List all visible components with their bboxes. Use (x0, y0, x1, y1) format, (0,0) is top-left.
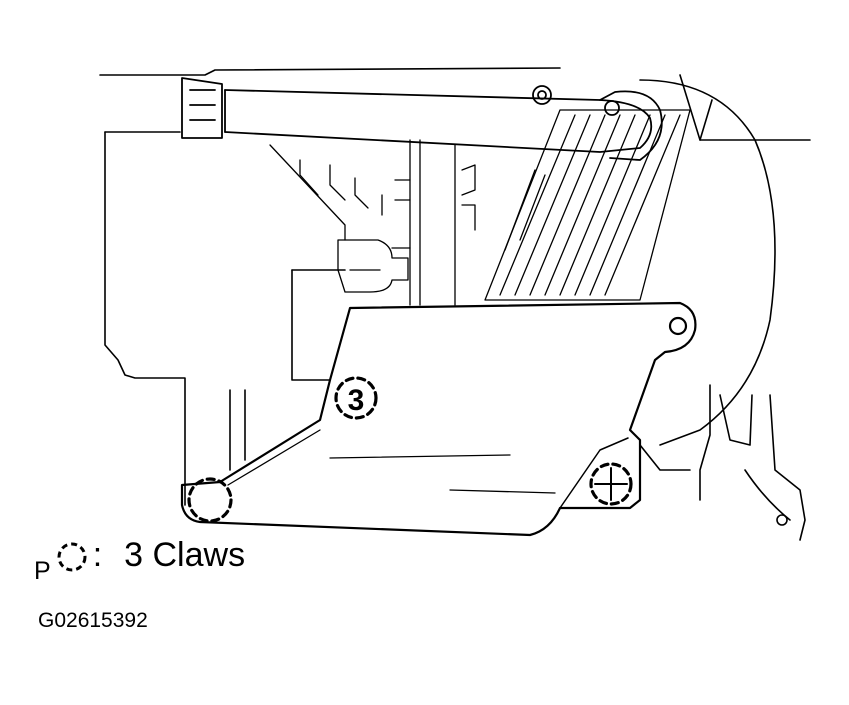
claw-marker-right-cross (594, 467, 628, 501)
claw-marker-upper-label: 3 (348, 384, 365, 417)
claw-marker-upper (334, 376, 378, 420)
claw-legend: P : 3 Claws (34, 536, 245, 586)
housing-outline (99, 67, 811, 541)
lower-cover (180, 301, 697, 537)
heater-pipe (181, 77, 663, 161)
claw-marker-right (589, 462, 633, 506)
heater-core (484, 109, 691, 301)
claw-callouts (187, 376, 633, 523)
dashed-circle-claw-icon (57, 542, 87, 572)
figure-code: G02615392 (38, 609, 148, 632)
claw-marker-left (187, 477, 233, 523)
housing-ribs (269, 139, 476, 306)
legend-letter: P (34, 557, 51, 585)
legend-separator: : (92, 536, 103, 574)
legend-text: 3 Claws (124, 536, 246, 574)
